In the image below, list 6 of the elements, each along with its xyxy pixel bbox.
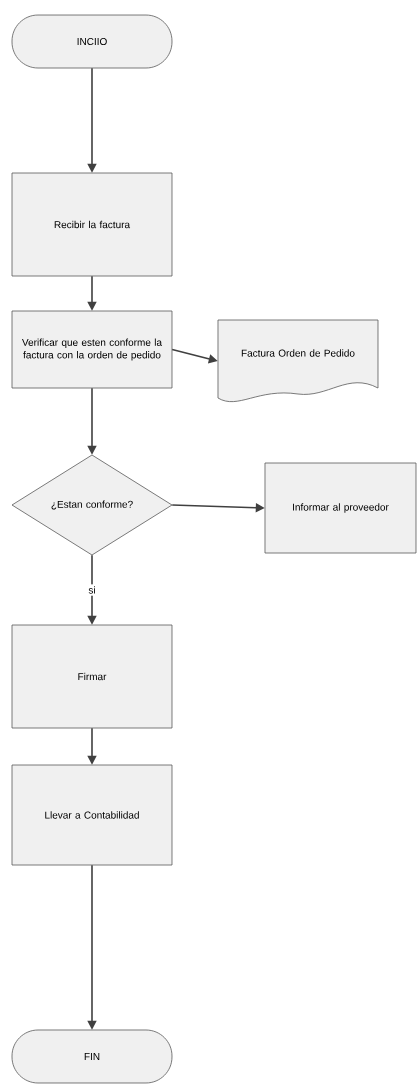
- process-box: Informar al proveedor: [264, 462, 417, 554]
- edge-label: si: [86, 584, 98, 596]
- process-box: Llevar a Contabilidad: [11, 764, 173, 866]
- process-box: Recibir la factura: [11, 172, 173, 277]
- process-box: Verificar que esten conforme la factura con la orden de pedido: [11, 310, 173, 389]
- process-box: Firmar: [11, 624, 173, 729]
